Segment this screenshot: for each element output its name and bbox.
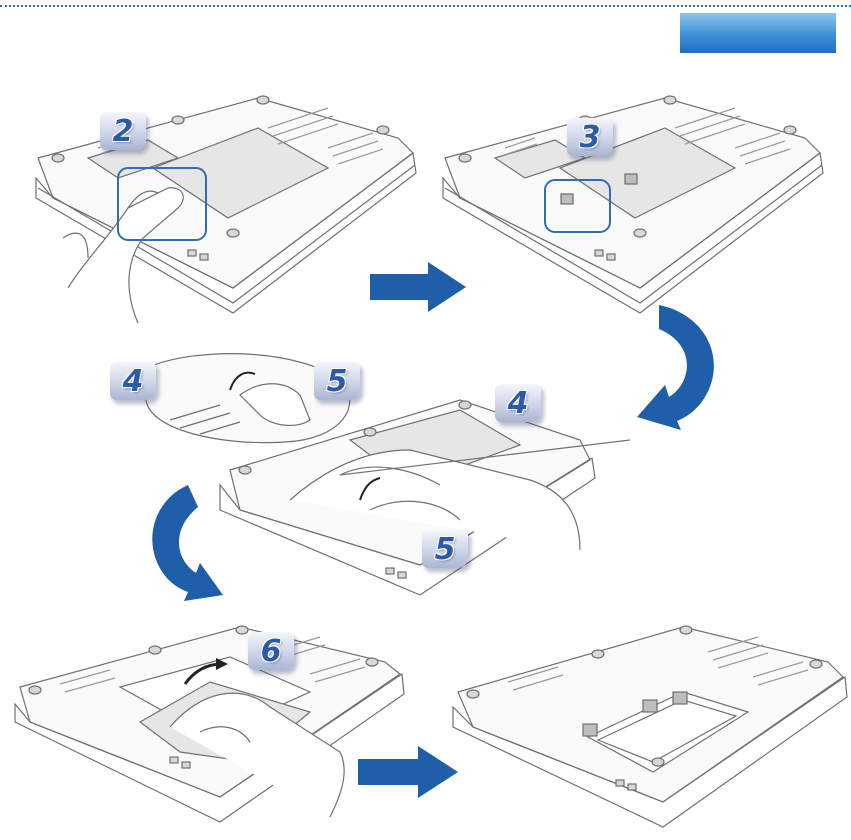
laptop-cover-removal-drawing (145, 353, 630, 596)
laptop-cover-lift-drawing (14, 625, 405, 823)
curved-arrow-icon (637, 305, 714, 430)
step-badge-5-main: 5 (422, 530, 468, 568)
step-badge-3: 3 (567, 118, 613, 156)
step-badge-4-main: 4 (495, 384, 541, 422)
arrow-right-icon (358, 746, 458, 798)
arrow-right-icon (370, 262, 466, 312)
illustration-step-2: 2 (28, 88, 428, 323)
step-badge-4-inset: 4 (110, 362, 156, 400)
step-badge-5-inset: 5 (314, 362, 360, 400)
header-corner-tab (680, 13, 836, 53)
illustration-cover-removed (448, 612, 848, 832)
laptop-open-bay-drawing (452, 625, 848, 828)
step-badge-6: 6 (248, 632, 294, 670)
illustration-step-3: 3 (435, 88, 835, 323)
step-badge-2: 2 (100, 112, 146, 150)
curved-arrow-icon (152, 485, 223, 601)
header-dotted-rule (0, 5, 851, 7)
illustration-step-6: 6 (10, 612, 410, 827)
illustration-steps-4-5: 4 5 4 5 (110, 350, 630, 605)
laptop-bottom-drawing (442, 95, 824, 314)
laptop-bottom-drawing (35, 95, 417, 323)
